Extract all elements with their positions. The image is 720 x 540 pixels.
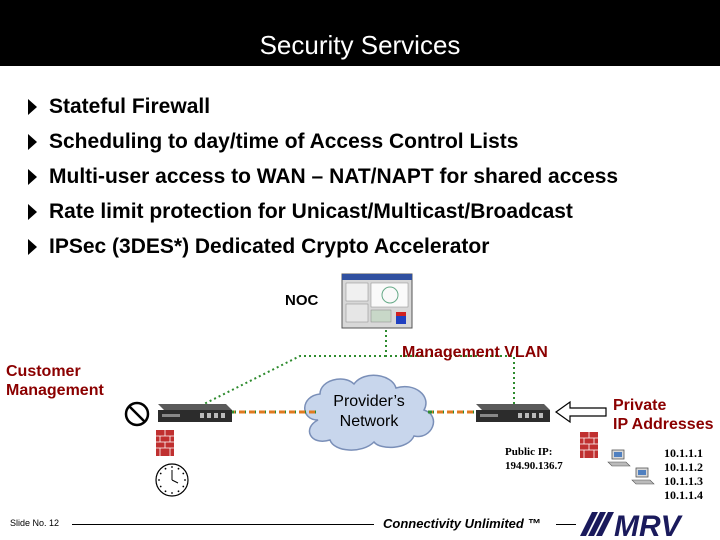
bullet-text: IPSec (3DES*) Dedicated Crypto Accelerat…: [49, 234, 490, 258]
bullet-text: Scheduling to day/time of Access Control…: [49, 129, 519, 153]
management-vlan-link: [195, 330, 515, 409]
private-ip-item: 10.1.1.3: [664, 474, 703, 488]
customer-management-line: Management: [6, 382, 104, 399]
bullet-item: Stateful Firewall: [28, 89, 718, 124]
private-ip-line: IP Addresses: [613, 416, 714, 433]
mrv-logo: MRV: [580, 510, 684, 538]
footer-divider: [556, 524, 576, 525]
customer-management-label: Customer Management: [6, 362, 104, 400]
private-ip-label: Private IP Addresses: [613, 396, 714, 434]
bullet-text: Multi-user access to WAN – NAT/NAPT for …: [49, 164, 619, 188]
pc-icon: [607, 449, 631, 467]
pc-icon: [631, 467, 655, 485]
customer-management-line: Customer: [6, 363, 81, 380]
left-arrow-icon: [554, 400, 607, 424]
noc-label: NOC: [285, 292, 319, 309]
logo-text: MRV: [614, 510, 684, 538]
logo-stripes: [580, 512, 614, 536]
customer-router-icon: [158, 404, 232, 422]
bullet-item: IPSec (3DES*) Dedicated Crypto Accelerat…: [28, 229, 718, 264]
management-vlan-label: Management VLAN: [402, 344, 548, 361]
bullet-item: Multi-user access to WAN – NAT/NAPT for …: [28, 159, 718, 194]
private-ip-line: Private: [613, 397, 667, 414]
bullet-arrow-icon: [28, 238, 37, 255]
footer-tagline: Connectivity Unlimited ™: [383, 516, 541, 531]
slide-title: Security Services: [259, 30, 461, 60]
clock-icon: [155, 463, 189, 497]
title-underline: [0, 66, 720, 68]
private-ip-item: 10.1.1.2: [664, 460, 703, 474]
bullet-list: Stateful Firewall Scheduling to day/time…: [28, 89, 718, 264]
bullet-arrow-icon: [28, 133, 37, 150]
bullet-arrow-icon: [28, 168, 37, 185]
bullet-item: Rate limit protection for Unicast/Multic…: [28, 194, 718, 229]
private-ip-list: 10.1.1.1 10.1.1.2 10.1.1.3 10.1.1.4: [664, 446, 703, 502]
firewall-icon: [580, 432, 598, 458]
public-ip-line: Public IP:: [505, 446, 553, 458]
title-bar: [0, 0, 720, 68]
bullet-text: Stateful Firewall: [49, 94, 211, 118]
bullet-arrow-icon: [28, 98, 37, 115]
private-ip-item: 10.1.1.1: [664, 446, 703, 460]
footer-divider: [72, 524, 374, 525]
bullet-text: Rate limit protection for Unicast/Multic…: [49, 199, 573, 223]
provider-network-cloud: [304, 374, 435, 451]
no-entry-icon: [124, 401, 150, 427]
slide-number: Slide No. 12: [10, 518, 60, 528]
noc-monitor-icon: [341, 273, 413, 329]
provider-network-label: Provider’s Network: [314, 392, 424, 432]
provider-network-line: Provider’s: [333, 393, 405, 410]
private-ip-item: 10.1.1.4: [664, 488, 703, 502]
bullet-arrow-icon: [28, 203, 37, 220]
bullet-item: Scheduling to day/time of Access Control…: [28, 124, 718, 159]
public-ip-label: Public IP: 194.90.136.7: [505, 445, 563, 473]
provider-network-line: Network: [339, 413, 399, 430]
public-ip-line: 194.90.136.7: [505, 460, 563, 472]
firewall-icon: [156, 430, 174, 456]
provider-edge-router-icon: [476, 404, 550, 422]
